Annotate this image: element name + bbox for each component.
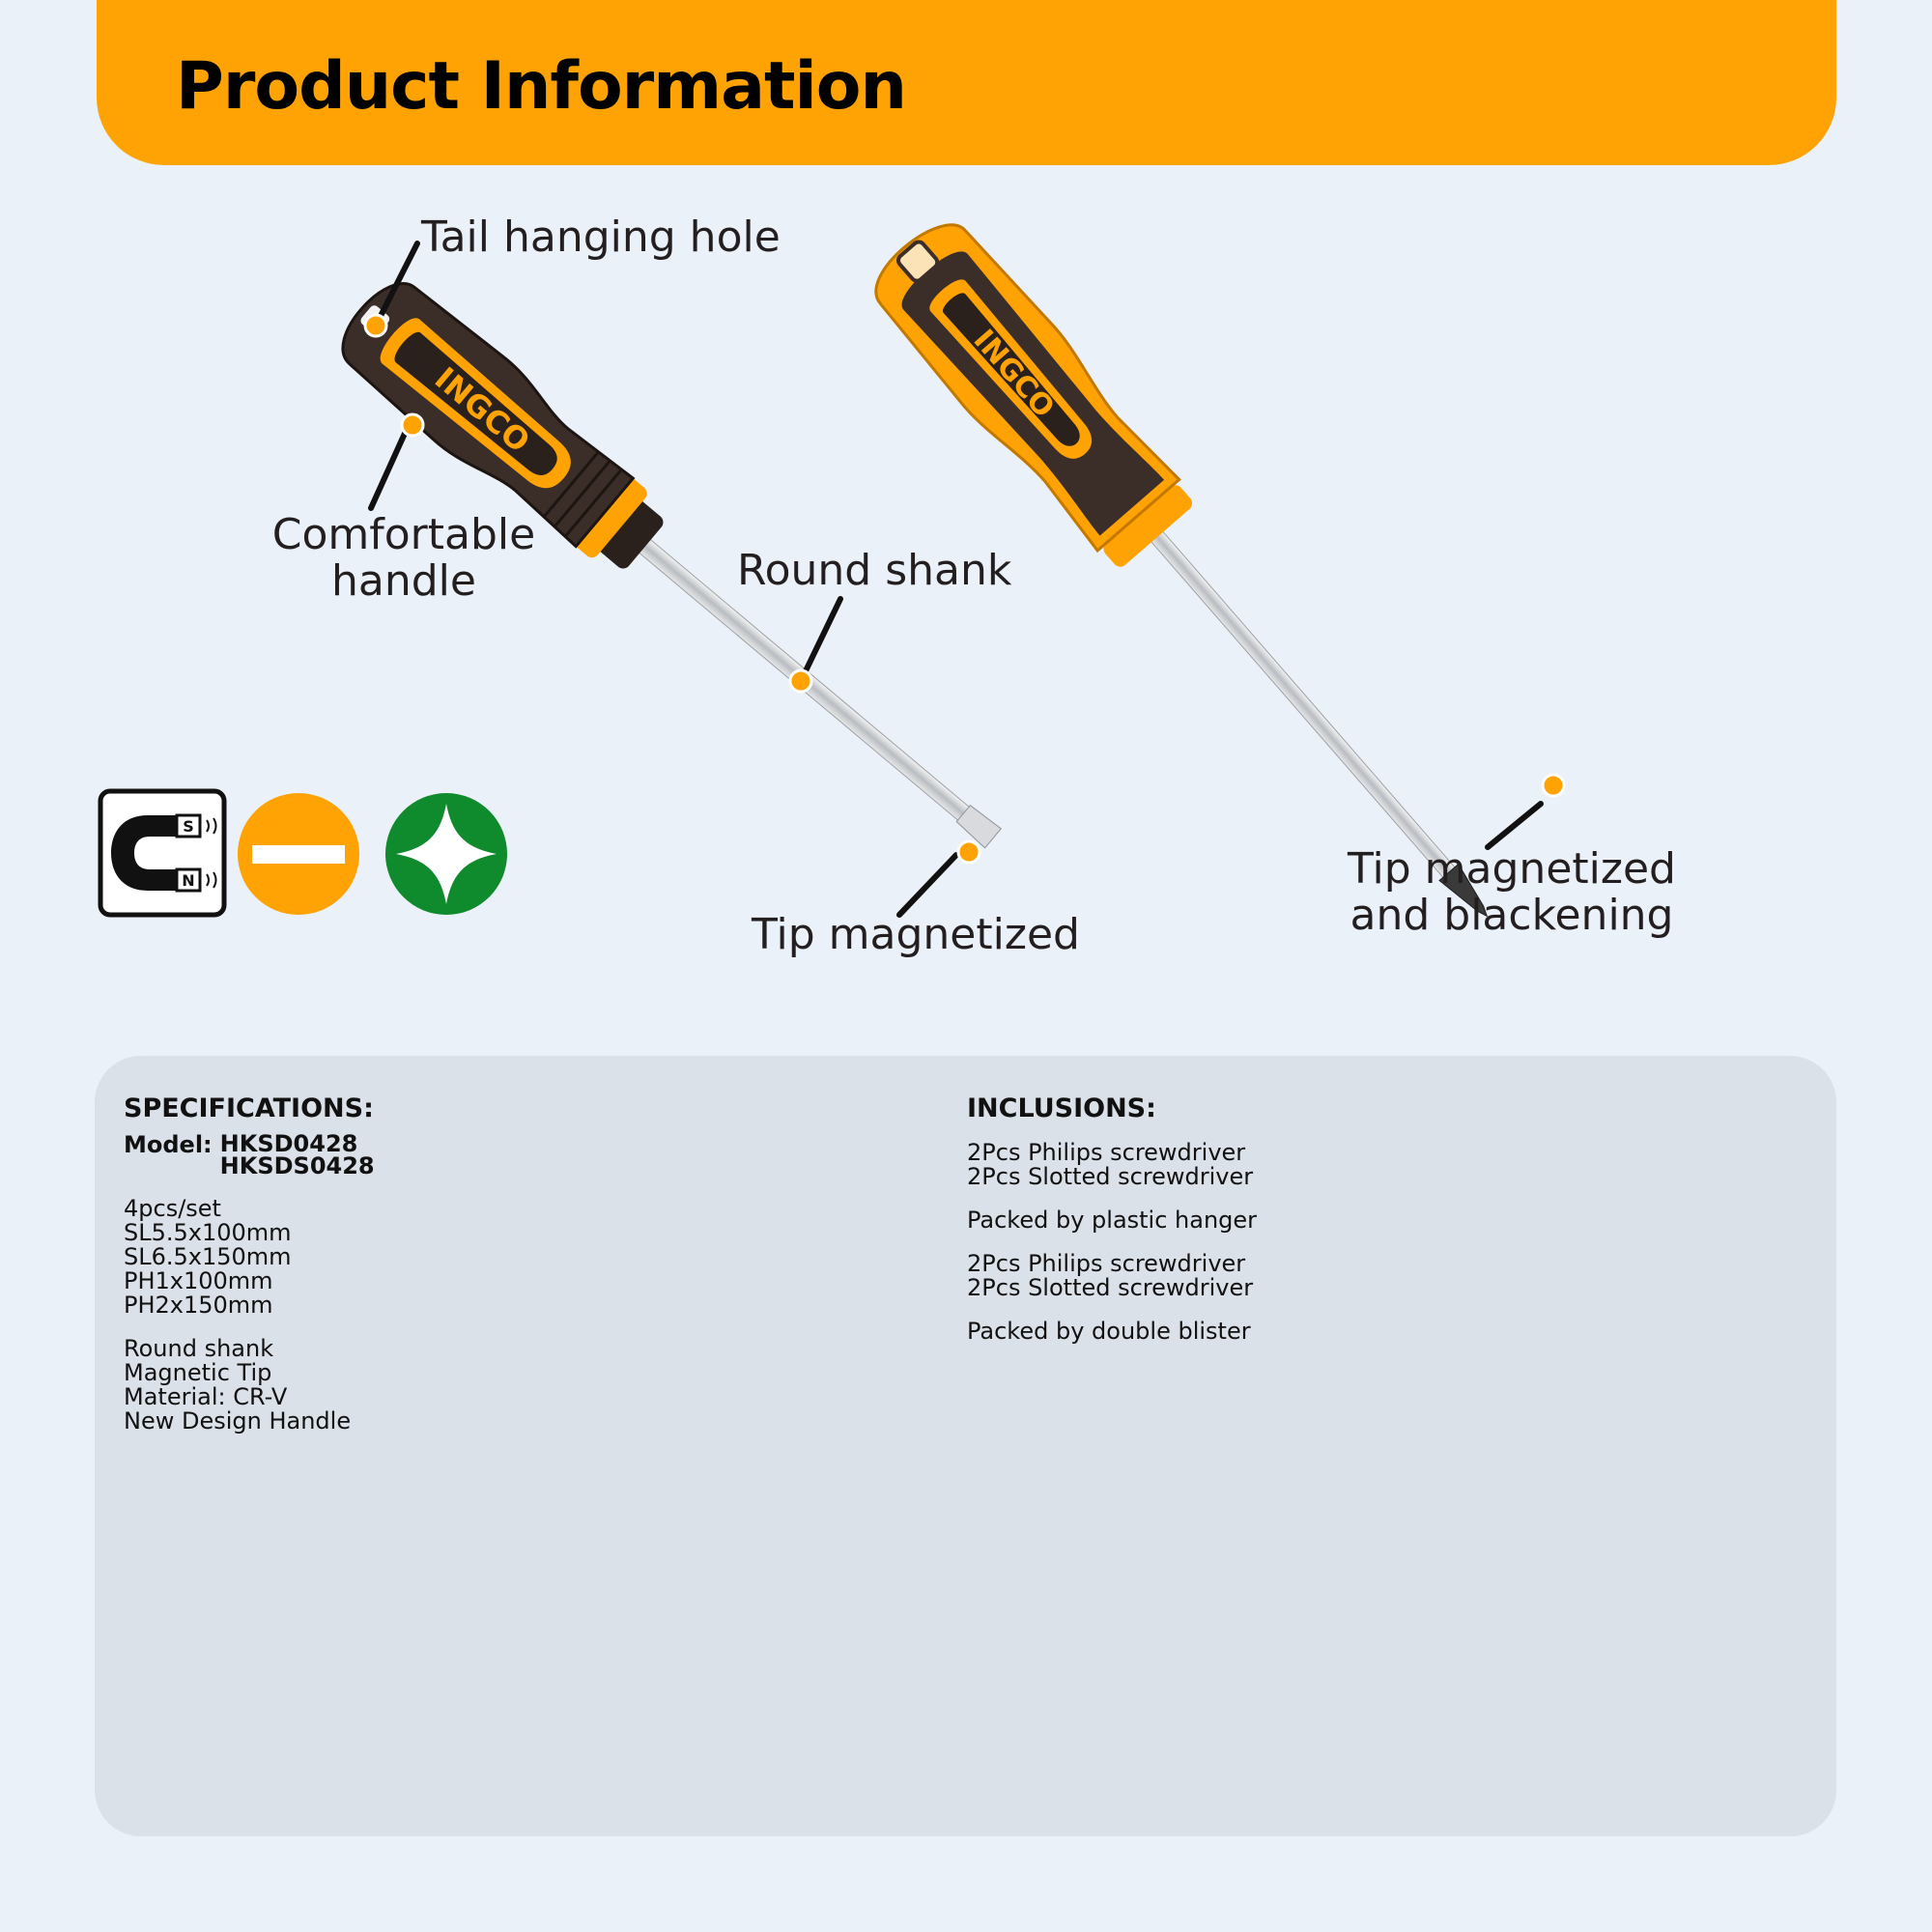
inclusion-line: 2Pcs Slotted screwdriver — [967, 1163, 1254, 1190]
callout-comfortable-handle-line2: handle — [331, 556, 476, 606]
inclusion-line: Packed by double blister — [967, 1318, 1251, 1345]
inclusion-group: 2Pcs Philips screwdriver 2Pcs Slotted sc… — [967, 1252, 1759, 1300]
set-line: SL6.5x150mm — [124, 1243, 292, 1270]
marker-handle — [400, 412, 425, 438]
callout-comfortable-handle-line1: Comfortable — [271, 510, 536, 559]
inclusion-line: Packed by plastic hanger — [967, 1207, 1258, 1234]
feature-line: Round shank — [124, 1335, 274, 1362]
callout-tip-magnetized-blackening: Tip magnetized and blackening — [1333, 846, 1690, 939]
callout-round-shank: Round shank — [737, 546, 1012, 595]
specifications-column: SPECIFICATIONS: Model: HKSD0428 HKSDS042… — [124, 1094, 916, 1434]
header-banner: Product Information — [97, 0, 1836, 165]
product-illustration: INGCO INGCO — [341, 223, 1566, 918]
feature-list: Round shank Magnetic Tip Material: CR-V … — [124, 1337, 916, 1434]
marker-hanging-hole — [363, 313, 388, 338]
feature-line: Magnetic Tip — [124, 1359, 272, 1386]
specifications-heading: SPECIFICATIONS: — [124, 1094, 374, 1123]
slotted-screwdriver: INGCO — [341, 282, 1003, 849]
callout-comfortable-handle: Comfortable handle — [259, 512, 549, 605]
phillips-screwdriver: INGCO — [874, 223, 1489, 918]
set-list: 4pcs/set SL5.5x100mm SL6.5x150mm PH1x100… — [124, 1197, 916, 1318]
feature-line: New Design Handle — [124, 1407, 352, 1435]
marker-round-shank — [788, 668, 813, 694]
page-title: Product Information — [176, 48, 907, 125]
model-value: HKSD0428 — [219, 1130, 358, 1157]
magnet-pole-n: N — [182, 871, 194, 890]
callout-tip-blackening-line1: Tip magnetized — [1348, 844, 1676, 894]
feature-line: Material: CR-V — [124, 1383, 288, 1410]
callout-tail-hanging-hole: Tail hanging hole — [421, 213, 781, 262]
callout-tip-blackening-line2: and blackening — [1350, 891, 1674, 940]
marker-tip-blackening — [1541, 773, 1566, 798]
specifications-panel: SPECIFICATIONS: Model: HKSD0428 HKSDS042… — [95, 1056, 1836, 1836]
callout-tip-magnetized: Tip magnetized — [752, 910, 1080, 959]
magnet-pole-s: S — [183, 817, 194, 836]
set-line: PH1x100mm — [124, 1267, 273, 1294]
phillips-tip-icon — [385, 793, 507, 915]
set-line: 4pcs/set — [124, 1195, 221, 1222]
inclusion-line: 2Pcs Philips screwdriver — [967, 1139, 1246, 1166]
inclusion-line: 2Pcs Slotted screwdriver — [967, 1274, 1254, 1301]
callout-leaders — [368, 241, 1544, 918]
inclusion-group: Packed by double blister — [967, 1320, 1759, 1344]
set-line: PH2x150mm — [124, 1292, 273, 1319]
marker-tip — [956, 839, 981, 865]
model-value: HKSDS0428 — [219, 1152, 375, 1179]
model-label: Model: — [124, 1131, 213, 1158]
model-values: HKSD0428 HKSDS0428 — [219, 1130, 375, 1179]
slotted-tip-icon — [238, 793, 359, 915]
magnet-icon: S N — [98, 788, 227, 918]
inclusion-group: Packed by plastic hanger — [967, 1208, 1759, 1233]
set-line: SL5.5x100mm — [124, 1219, 292, 1246]
callout-markers — [363, 313, 1566, 865]
inclusion-group: 2Pcs Philips screwdriver 2Pcs Slotted sc… — [967, 1141, 1759, 1189]
inclusion-line: 2Pcs Philips screwdriver — [967, 1250, 1246, 1277]
inclusions-column: INCLUSIONS: 2Pcs Philips screwdriver 2Pc… — [967, 1094, 1759, 1344]
inclusions-heading: INCLUSIONS: — [967, 1094, 1156, 1123]
model-row: Model: HKSD0428 HKSDS0428 — [124, 1130, 916, 1179]
